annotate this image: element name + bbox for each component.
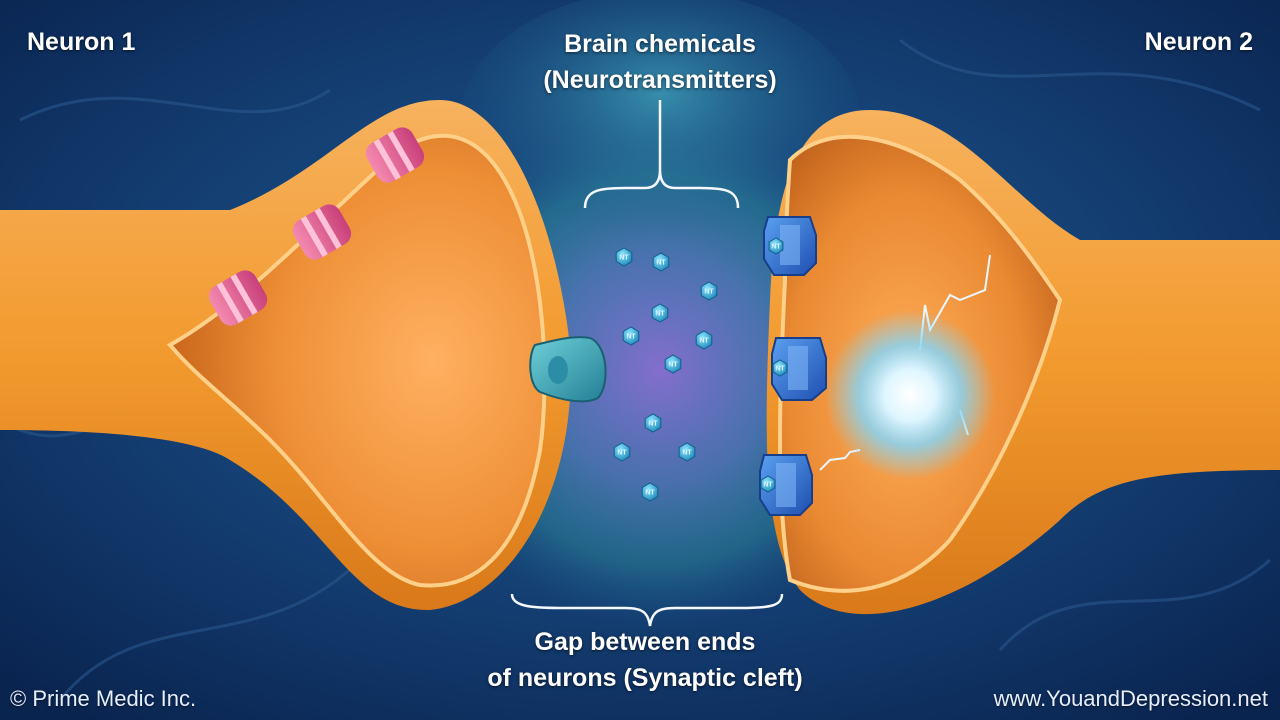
neurotransmitter-molecule: NT — [644, 413, 662, 433]
top-brace — [583, 100, 740, 209]
neurotransmitter-tag: NT — [617, 450, 627, 457]
neurotransmitter-tag: NT — [775, 366, 785, 373]
synaptic-cleft-title-line2: of neurons (Synaptic cleft) — [487, 664, 803, 692]
neurotransmitter-tag: NT — [668, 362, 678, 369]
neurotransmitter-molecule: NT — [700, 281, 718, 301]
reuptake-transporter — [529, 336, 607, 403]
neuron-2 — [759, 110, 1280, 615]
neurotransmitter-tag: NT — [763, 482, 773, 489]
neurotransmitters: NT NT NT NT NT NT NT NT NT NT NT NT NT NT — [613, 237, 788, 502]
synaptic-cleft-title-line1: Gap between ends — [534, 628, 756, 656]
neurotransmitter-molecule: NT — [622, 326, 640, 346]
ion-channel-3 — [365, 127, 425, 183]
neurotransmitter-molecule: NT — [613, 442, 631, 462]
neurotransmitters-title-line2: (Neurotransmitters) — [543, 66, 777, 94]
neurotransmitter-molecule: NT — [652, 252, 670, 272]
receptor-3 — [759, 454, 813, 516]
neurotransmitter-molecule: NT — [760, 475, 776, 493]
copyright-text: © Prime Medic Inc. — [10, 686, 197, 711]
neurotransmitter-tag: NT — [704, 289, 714, 296]
neurotransmitter-molecule: NT — [641, 482, 659, 502]
neurotransmitter-tag: NT — [655, 311, 665, 318]
neurotransmitter-molecule: NT — [768, 237, 784, 255]
website-text: www.YouandDepression.net — [993, 686, 1268, 711]
synaptic-cleft-title: Gap between ends of neurons (Synaptic cl… — [395, 624, 895, 696]
signal-flash — [825, 310, 995, 480]
bottom-brace — [510, 593, 784, 627]
neurotransmitter-molecule: NT — [615, 247, 633, 267]
neurotransmitter-tag: NT — [699, 338, 709, 345]
neurotransmitter-molecule: NT — [772, 359, 788, 377]
neuron-2-label: Neuron 2 — [1144, 28, 1253, 56]
neurotransmitter-molecule: NT — [678, 442, 696, 462]
neurotransmitter-molecule: NT — [664, 354, 682, 374]
neurotransmitters-title-line1: Brain chemicals — [564, 30, 756, 58]
neurotransmitter-tag: NT — [626, 334, 636, 341]
neurotransmitter-tag: NT — [682, 450, 692, 457]
receptor-1 — [763, 216, 817, 276]
neurotransmitter-molecule: NT — [651, 303, 669, 323]
neurotransmitter-tag: NT — [619, 255, 629, 262]
neurotransmitter-tag: NT — [656, 260, 666, 267]
ion-channel-2 — [292, 204, 352, 260]
neurotransmitter-tag: NT — [648, 421, 658, 428]
receptor-2 — [771, 337, 827, 401]
neurotransmitter-molecule: NT — [695, 330, 713, 350]
neurotransmitter-tag: NT — [645, 490, 655, 497]
neuron-1 — [0, 100, 607, 611]
neurotransmitter-tag: NT — [771, 244, 781, 251]
neuron-1-label: Neuron 1 — [27, 28, 136, 56]
ion-channel-1 — [208, 270, 268, 326]
neurotransmitters-title: Brain chemicals (Neurotransmitters) — [460, 26, 860, 98]
